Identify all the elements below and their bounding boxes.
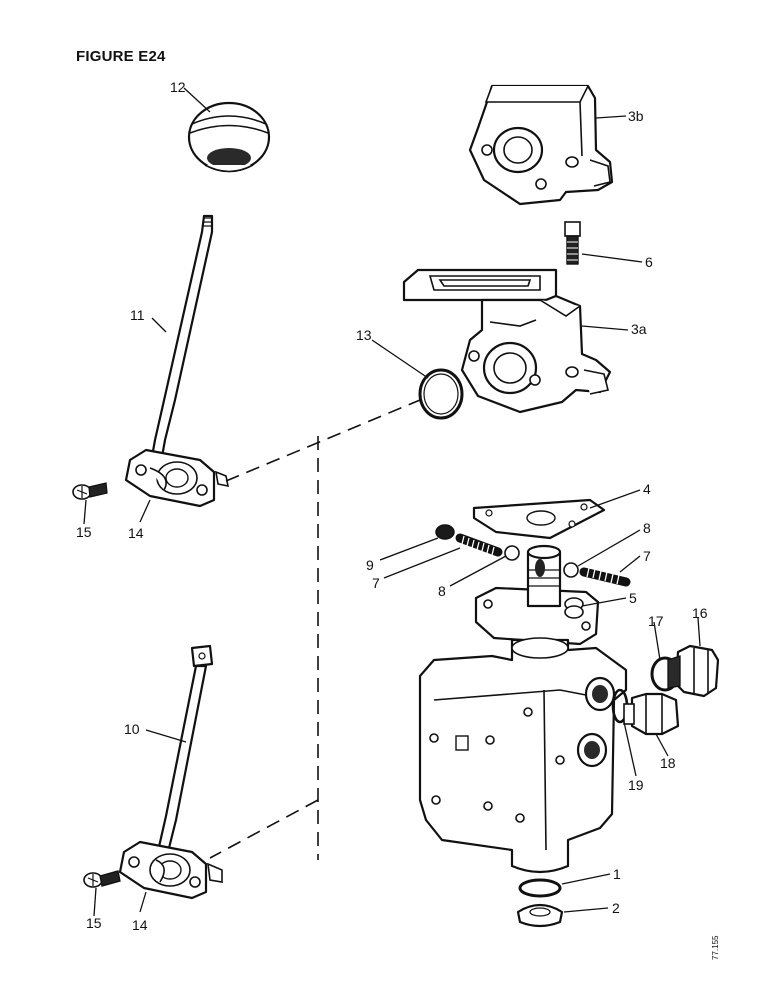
callout-8-right: 8	[643, 520, 651, 536]
assembly-dashed-lines	[209, 399, 421, 860]
callout-1: 1	[613, 866, 621, 882]
callout-12: 12	[170, 79, 186, 95]
valve-body	[418, 637, 628, 874]
callout-19: 19	[628, 777, 644, 793]
part-7-spring-left	[455, 533, 503, 557]
part-1-washer	[518, 878, 562, 898]
callout-13: 13	[356, 327, 372, 343]
part-7-spring-right	[579, 567, 631, 587]
figure-title: FIGURE E24	[76, 48, 166, 65]
callout-10: 10	[124, 721, 140, 737]
part-9-plug	[435, 524, 455, 540]
part-15-screw	[72, 482, 108, 500]
callout-14-upper: 14	[128, 525, 144, 541]
callout-9: 9	[366, 557, 374, 573]
part-3b-housing	[468, 84, 614, 206]
part-15-lower-screw	[83, 870, 121, 888]
part-14-lower-lever-plate	[118, 840, 223, 900]
callout-7-right: 7	[643, 548, 651, 564]
leader-lines	[83, 87, 701, 917]
callout-2: 2	[612, 900, 620, 916]
callout-16: 16	[692, 605, 708, 621]
part-16-union	[667, 644, 720, 698]
part-13-o-ring	[418, 368, 464, 420]
part-11-lever	[148, 214, 214, 470]
part-5-detent	[564, 597, 584, 619]
callout-7-left: 7	[372, 575, 380, 591]
part-3a-housing-bracket	[402, 268, 612, 414]
drawing-code: 77.155	[711, 935, 720, 960]
callout-6: 6	[645, 254, 653, 270]
part-18-plug	[623, 692, 680, 736]
callout-3b: 3b	[628, 108, 644, 124]
part-selector-spool	[474, 544, 600, 646]
part-8-ball-right	[563, 562, 579, 578]
part-6-screw	[564, 221, 581, 265]
callout-15-upper: 15	[76, 524, 92, 540]
callout-15-lower: 15	[86, 915, 102, 931]
part-10-lever	[154, 644, 214, 862]
callout-3a: 3a	[631, 321, 647, 337]
part-14-lever-plate	[124, 448, 230, 508]
callout-11: 11	[130, 307, 145, 323]
part-12-knob	[187, 101, 271, 173]
callout-18: 18	[660, 755, 676, 771]
part-4-gasket	[472, 498, 606, 540]
part-8-ball-left	[504, 545, 520, 561]
callout-5: 5	[629, 590, 637, 606]
part-2-cap	[516, 903, 564, 928]
callout-4: 4	[643, 481, 651, 497]
callout-17: 17	[648, 613, 664, 629]
callout-8-left: 8	[438, 583, 446, 599]
callout-14-lower: 14	[132, 917, 148, 933]
